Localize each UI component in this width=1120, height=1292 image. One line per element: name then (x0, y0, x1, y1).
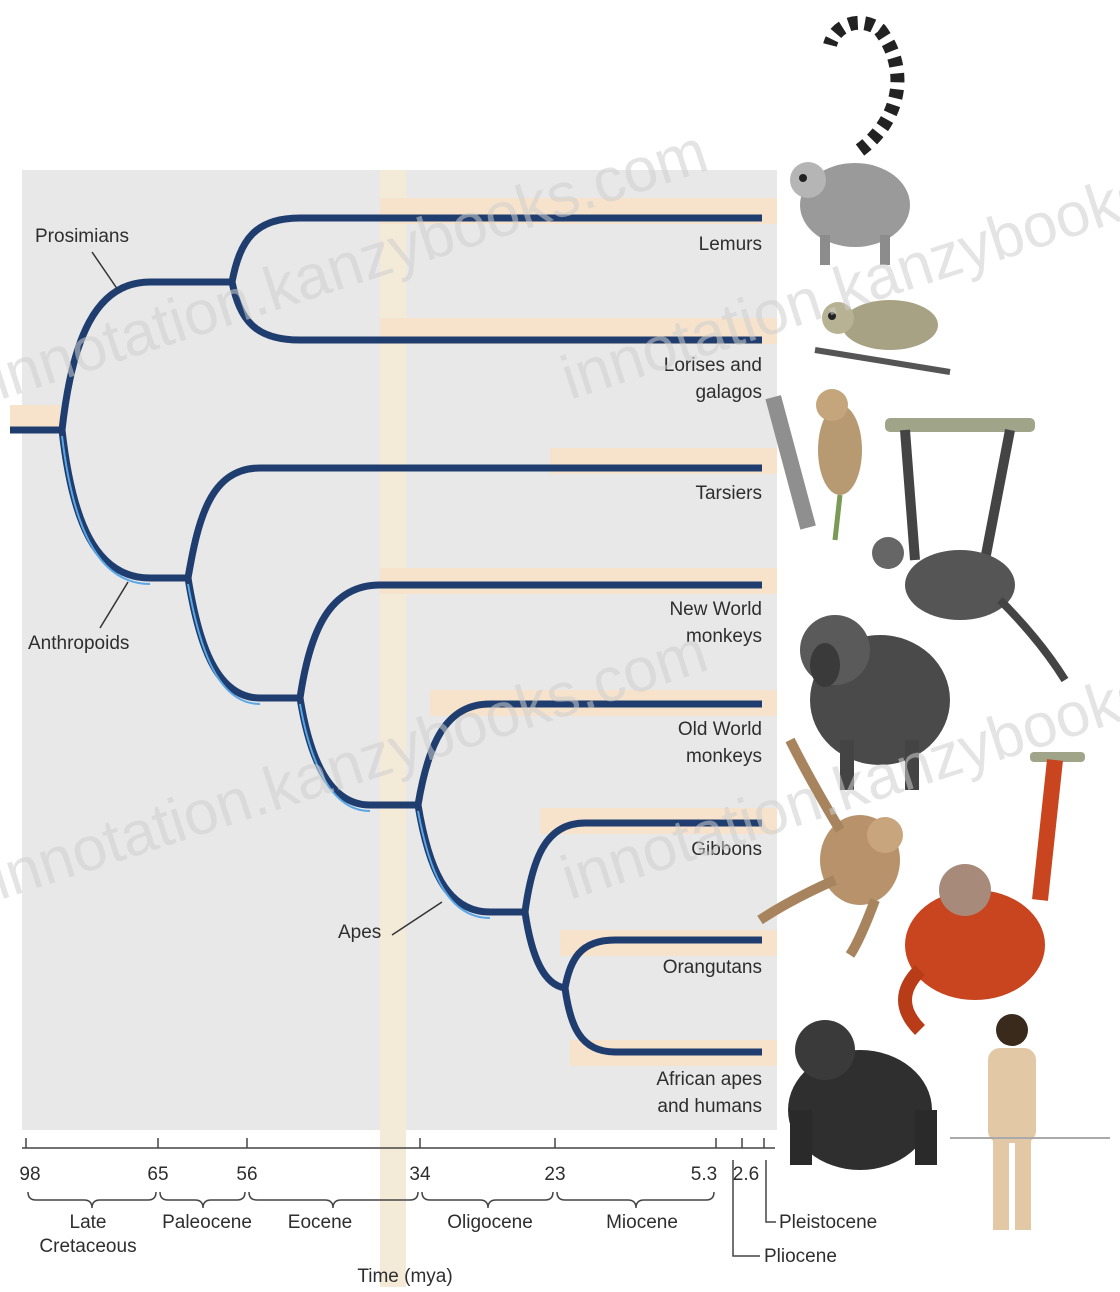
epoch-pleistocene: Pleistocene (779, 1212, 877, 1233)
tick-5-3: 5.3 (691, 1164, 717, 1185)
tick-23: 23 (544, 1164, 565, 1185)
leaf-label-african-apes: African apes (656, 1069, 762, 1090)
epoch-late-cretaceous-line2: Cretaceous (39, 1236, 136, 1257)
leaf-label-orangutans: Orangutans (663, 957, 762, 978)
epoch-miocene: Miocene (606, 1212, 678, 1233)
epoch-pliocene: Pliocene (764, 1246, 837, 1267)
tick-65: 65 (147, 1164, 168, 1185)
clade-label-anthropoids: Anthropoids (28, 633, 129, 654)
epoch-oligocene: Oligocene (447, 1212, 533, 1233)
epoch-labels: Late Cretaceous Paleocene Eocene Oligoce… (39, 1212, 678, 1257)
human-illustration (950, 1014, 1110, 1230)
leaf-label-african-apes-line2: and humans (657, 1096, 762, 1117)
clade-label-prosimians: Prosimians (35, 226, 129, 247)
leaf-label-old-world: Old World (678, 719, 762, 740)
tick-34: 34 (409, 1164, 431, 1185)
tarsier-illustration (765, 389, 862, 540)
tick-56: 56 (236, 1164, 257, 1185)
tick-2-6: 2.6 (733, 1164, 759, 1185)
epoch-eocene: Eocene (288, 1212, 352, 1233)
leaf-label-lemurs: Lemurs (699, 234, 762, 255)
leaf-label-new-world: New World (669, 599, 762, 620)
ring-tailed-lemur-illustration (790, 23, 910, 265)
leaf-label-old-world-line2: monkeys (686, 746, 762, 767)
axis-title: Time (mya) (357, 1266, 452, 1287)
epoch-paleocene: Paleocene (162, 1212, 252, 1233)
epoch-late-cretaceous: Late (70, 1212, 107, 1233)
leaf-label-tarsiers: Tarsiers (695, 483, 762, 504)
clade-label-apes: Apes (338, 922, 381, 943)
leaf-label-lorises-line2: galagos (695, 382, 762, 403)
gorilla-illustration (788, 1020, 937, 1170)
tick-98: 98 (19, 1164, 40, 1185)
